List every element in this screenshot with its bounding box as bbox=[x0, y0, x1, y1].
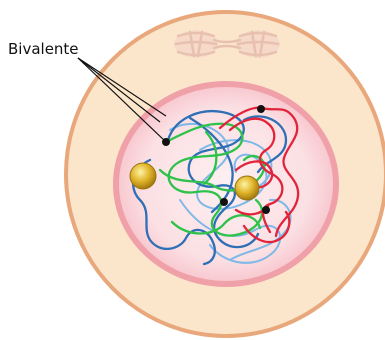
chiasma-dot bbox=[257, 105, 265, 113]
chiasma-dot bbox=[262, 206, 270, 214]
nucleolus-right bbox=[235, 176, 259, 200]
nucleolus-left bbox=[130, 163, 156, 189]
chiasma-dot bbox=[220, 198, 228, 206]
bivalente-label: Bivalente bbox=[8, 40, 79, 58]
